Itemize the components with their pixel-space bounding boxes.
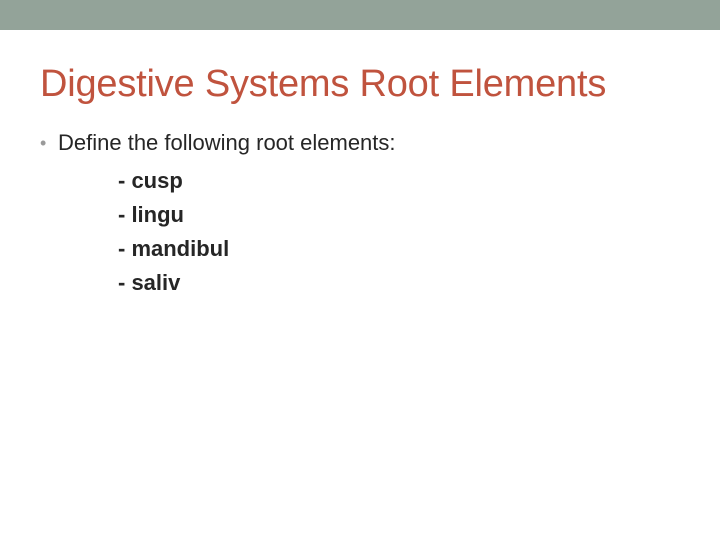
list-item: - lingu xyxy=(118,202,184,227)
slide-body: • Define the following root elements: - … xyxy=(40,128,680,300)
bullet-item-label: Define the following root elements: xyxy=(58,130,396,155)
slide-top-band xyxy=(0,0,720,30)
page-title: Digestive Systems Root Elements xyxy=(40,63,607,105)
root-elements-list: - cusp - lingu - mandibul - saliv xyxy=(40,164,680,300)
list-item: - cusp xyxy=(118,168,183,193)
bullet-item: • Define the following root elements: xyxy=(40,128,680,158)
bullet-dot-icon: • xyxy=(40,133,47,153)
list-item: - saliv xyxy=(118,270,181,295)
list-item: - mandibul xyxy=(118,236,230,261)
